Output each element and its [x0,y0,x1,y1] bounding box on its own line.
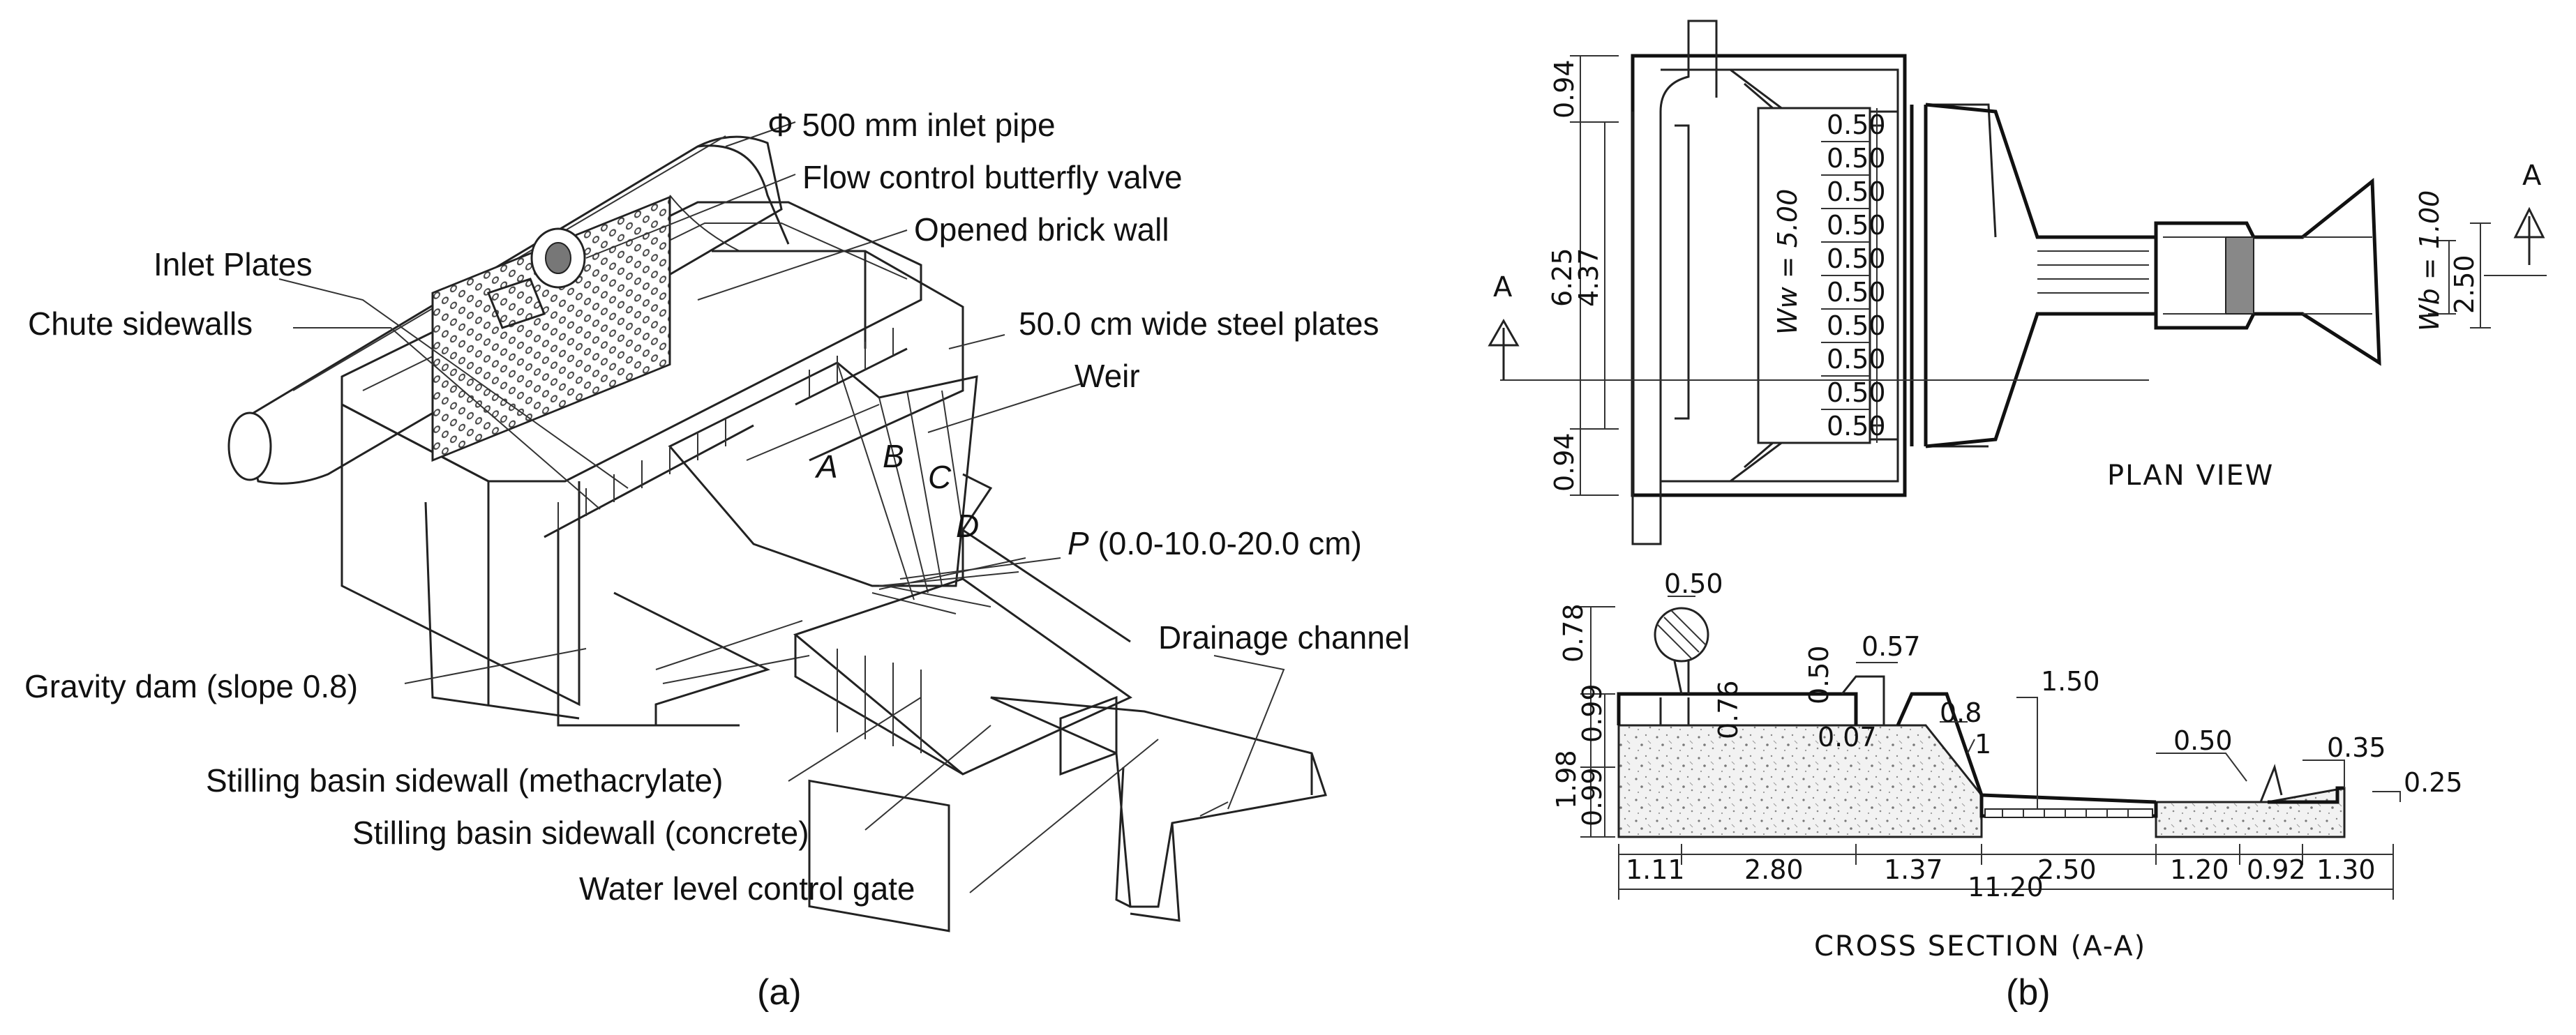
brick-wall-label: Opened brick wall [914,211,1169,248]
chute [668,361,993,600]
plate-width: 0.50 [1827,243,1886,274]
cross-section-title: CROSS SECTION (A-A) [1814,930,2146,962]
inlet-pipe-label: Φ 500 mm inlet pipe [767,107,1056,143]
dim-end-h: 0.25 [2404,767,2463,798]
dim-099-top: 0.99 [1577,683,1608,743]
section-marker-left: A [1488,271,1520,380]
wb-label: Wb = 1.00 [2414,190,2445,331]
bottom-dim: 1.37 [1884,854,1943,885]
gravity-dam-label: Gravity dam (slope 0.8) [24,668,358,704]
plate-width: 0.50 [1827,310,1886,341]
drainage-channel [990,695,1327,922]
butterfly-valve [487,227,586,329]
bottom-dim: 2.50 [2037,854,2097,885]
p-values: (0.0-10.0-20.0 cm) [1089,525,1362,561]
drainage-channel-label: Drainage channel [1158,619,1410,656]
dim-gate: 0.50 [2173,725,2233,756]
plate-width: 0.50 [1827,377,1886,408]
bottom-dim: 1.20 [2170,854,2229,885]
plan-view-title: PLAN VIEW [2107,460,2274,492]
total-length: 11.20 [1968,872,2044,902]
panel-b-plan: 0.50 0.50 0.50 0.50 0.50 0.50 0.50 0.50 … [1488,20,2547,545]
basin-methacrylate-label: Stilling basin sidewall (methacrylate) [206,762,723,799]
panel-b-section: 0.50 0.57 0.76 0.50 0.07 0.8 1 1.50 0.50… [1551,568,2463,1013]
chute-sidewalls-label: Chute sidewalls [28,305,253,342]
dim-198: 1.98 [1551,750,1582,809]
plate-width: 0.50 [1827,344,1886,375]
caption-a: (a) [757,972,802,1013]
dim-076: 0.76 [1713,680,1744,739]
plate-width: 0.50 [1827,277,1886,308]
dim-pipe: 0.50 [1664,568,1723,599]
dim-end: 0.35 [2327,732,2386,763]
plate-width-list: 0.50 0.50 0.50 0.50 0.50 0.50 0.50 0.50 … [1827,109,1886,441]
ww-label: Ww = 5.00 [1772,189,1803,335]
dim-slope-h: 0.8 [1940,697,1982,728]
basin-concrete-label: Stilling basin sidewall (concrete) [352,815,809,851]
basin-floor-plates [1984,808,2153,818]
dim-099-bottom: 0.99 [1577,767,1608,826]
plan-dim-mid: 4.37 [1573,248,1604,307]
butterfly-valve-label: Flow control butterfly valve [802,159,1183,195]
right-dim-250: 2.50 [2449,255,2480,314]
inlet-plates-label: Inlet Plates [153,246,313,282]
plan-dim-total: 6.25 [1547,248,1578,307]
plate-width: 0.50 [1827,411,1886,441]
plate-width: 0.50 [1827,176,1886,207]
dim-slope-v: 1 [1975,729,1991,760]
plate-letter-c: C [928,459,952,495]
plate-letter-a: A [814,448,838,485]
gate-block [2225,236,2254,315]
dim-150: 1.50 [2041,666,2100,697]
section-letter-right: A [2522,160,2543,192]
stilling-basin [793,528,1132,932]
plate-letter-d: D [956,508,979,544]
control-gate-label: Water level control gate [579,870,915,907]
dam-concrete [1617,724,1983,838]
section-letter-left: A [1493,271,1513,303]
weir-label: Weir [1074,358,1140,394]
plate-width: 0.50 [1827,109,1886,140]
section-marker-right: A [2513,160,2545,265]
bottom-dim: 2.80 [1744,854,1804,885]
caption-b: (b) [2006,972,2051,1013]
bottom-dim: 0.92 [2247,854,2306,885]
dim-007: 0.07 [1818,722,1877,753]
plate-width: 0.50 [1827,143,1886,174]
sidewall-railing [544,328,908,538]
p-symbol: P [1068,525,1089,561]
plan-dim-bottom: 0.94 [1549,432,1580,492]
channel-concrete [2155,787,2346,838]
plate-width: 0.50 [1827,210,1886,241]
dim-078: 0.78 [1558,603,1589,663]
panel-a-isometric: Φ 500 mm inlet pipe Flow control butterf… [24,107,1410,1013]
steel-plates-label: 50.0 cm wide steel plates [1019,305,1379,342]
dim-050: 0.50 [1804,645,1834,704]
p-label: P (0.0-10.0-20.0 cm) [1068,525,1362,561]
plate-letter-b: B [883,438,904,474]
plan-dim-top: 0.94 [1549,59,1580,119]
section-pipe [1654,607,1709,695]
dim-crest: 0.57 [1862,631,1921,662]
bottom-dim: 1.11 [1626,854,1685,885]
bottom-dim: 1.30 [2316,854,2376,885]
